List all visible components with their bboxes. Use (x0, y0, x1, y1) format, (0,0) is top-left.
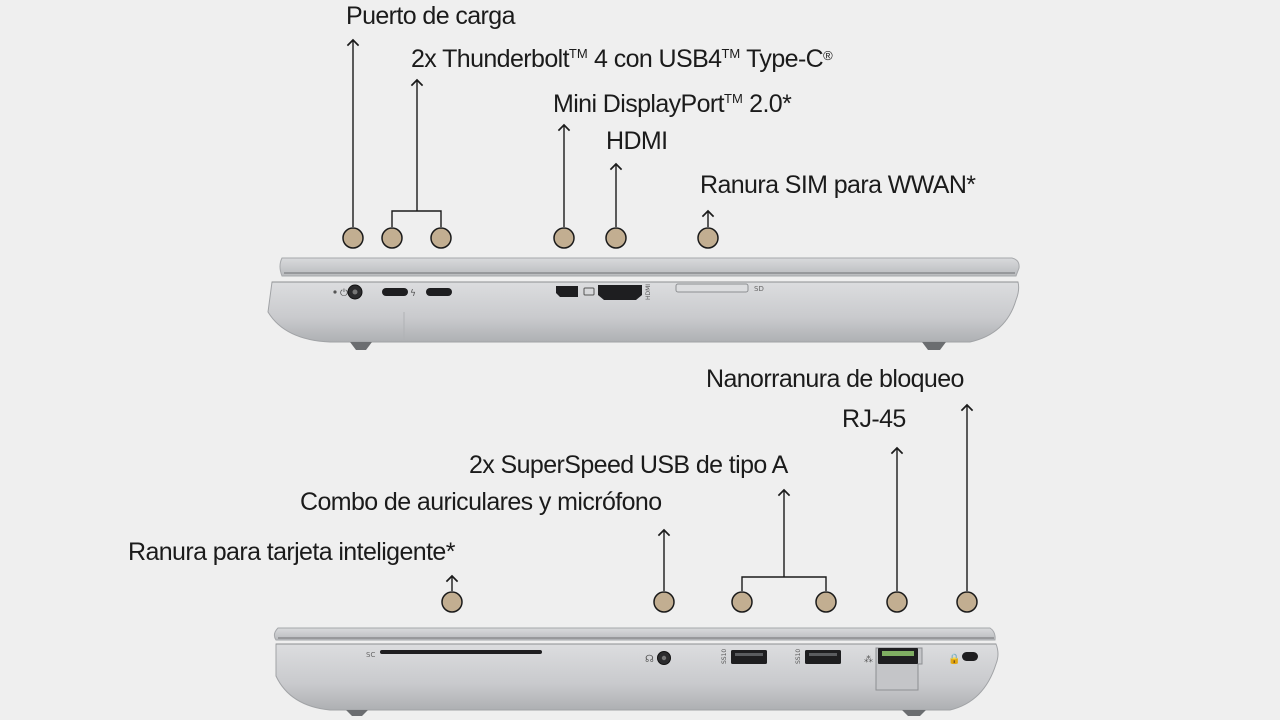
label-mini-displayport-prefix: Mini DisplayPort (553, 90, 725, 118)
label-nano-lock: Nanorranura de bloqueo (706, 365, 964, 393)
bottom-callouts (441, 403, 978, 613)
sim-slot (675, 283, 749, 293)
marker-nano-lock (956, 591, 978, 613)
label-thunderbolt: 2x ThunderboltTM 4 con USB4TM Type-C® (411, 40, 833, 73)
marker-usb-a-2 (815, 591, 837, 613)
registered-mark: ® (823, 48, 833, 63)
thunderbolt-port-2 (426, 288, 452, 296)
marker-mini-displayport (553, 227, 575, 249)
usb-a-port-2 (805, 650, 841, 664)
label-hdmi: HDMI (606, 127, 668, 155)
marker-hdmi (605, 227, 627, 249)
label-thunderbolt-prefix: 2x Thunderbolt (411, 45, 570, 73)
label-rj45: RJ-45 (842, 405, 906, 433)
label-mini-displayport: Mini DisplayPortTM 2.0* (553, 85, 792, 118)
usb-speed-mark-2: SS10 (795, 649, 802, 664)
usb-a-port-1 (731, 650, 767, 664)
label-charging-port: Puerto de carga (346, 2, 516, 30)
trademark-mark-2: TM (721, 46, 741, 61)
label-thunderbolt-middle: 4 con USB4 (587, 45, 722, 73)
sc-port-mark: SC (366, 651, 375, 659)
sd-port-mark: SD (754, 285, 764, 293)
thunderbolt-port-1 (382, 288, 408, 296)
label-smart-card: Ranura para tarjeta inteligente* (128, 538, 455, 566)
marker-thunderbolt-2 (430, 227, 452, 249)
marker-thunderbolt-1 (381, 227, 403, 249)
displayport-glyph-icon (583, 287, 595, 296)
network-glyph-icon: ⁂ (864, 654, 873, 665)
thunderbolt-bolt-icon: ϟ (410, 289, 416, 299)
marker-sim-slot (697, 227, 719, 249)
nano-lock-slot (962, 652, 978, 661)
top-callouts (342, 38, 719, 249)
marker-usb-a-1 (731, 591, 753, 613)
laptop-right-side: SC ☊ SS10 SS10 ⁂ 🔒 (273, 627, 999, 716)
label-usb-a: 2x SuperSpeed USB de tipo A (469, 451, 788, 479)
lock-glyph-icon: 🔒 (948, 653, 960, 665)
label-audio-combo: Combo de auriculares y micrófono (300, 488, 662, 516)
label-sim-slot: Ranura SIM para WWAN* (700, 171, 976, 199)
laptop-left-side: ⏻ ϟ HDMI SD (267, 257, 1020, 350)
label-mini-displayport-suffix: 2.0* (742, 90, 792, 118)
trademark-mark-3: TM (724, 91, 743, 106)
smart-card-slot (380, 650, 542, 654)
marker-smart-card (441, 591, 463, 613)
led-indicator (333, 290, 337, 294)
label-thunderbolt-suffix: Type-C (740, 45, 824, 73)
headset-glyph-icon: ☊ (645, 654, 654, 665)
marker-charging-port (342, 227, 364, 249)
power-glyph-icon: ⏻ (340, 288, 348, 299)
trademark-mark-1: TM (568, 46, 588, 61)
marker-audio-combo (653, 591, 675, 613)
usb-speed-mark-1: SS10 (721, 649, 728, 664)
hdmi-port-mark: HDMI (645, 284, 652, 300)
marker-rj45 (886, 591, 908, 613)
hdmi-port (598, 285, 642, 300)
mini-displayport-port (556, 286, 578, 297)
